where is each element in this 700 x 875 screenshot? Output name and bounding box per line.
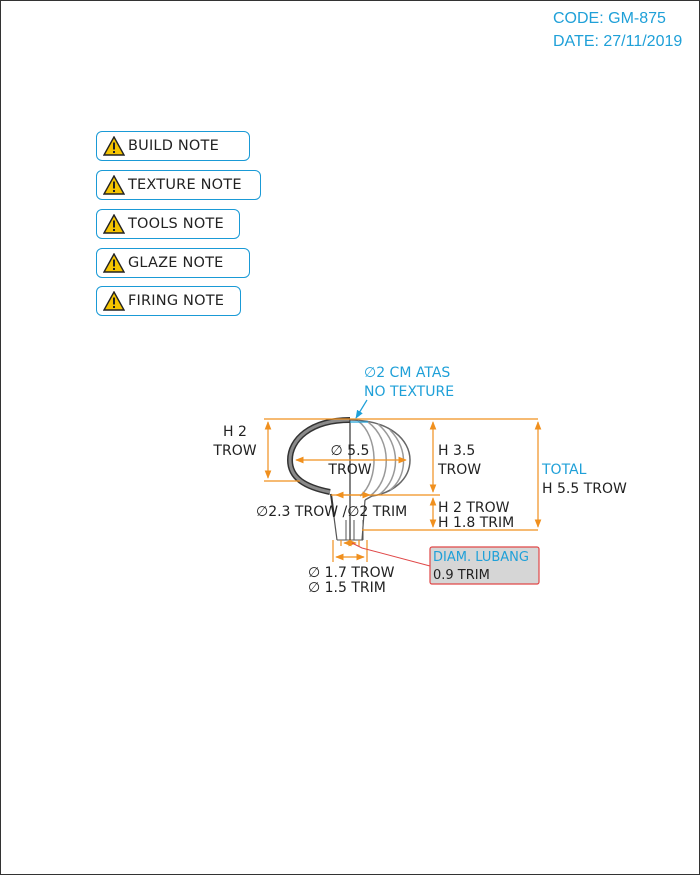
foot-diameter-label-1: ∅ 1.7 TROW [308,565,395,581]
hole-callout-title: DIAM. LUBANG [433,550,529,565]
hole-callout-value: 0.9 TRIM [433,568,490,583]
firing-note-label: FIRING NOTE [128,293,225,309]
neck-height-label-1: H 2 TROW [438,500,510,516]
top-note-line-2: NO TEXTURE [364,384,454,400]
top-note-line-1: ∅2 CM ATAS [364,365,450,381]
build-note-label: BUILD NOTE [128,138,219,154]
texture-note-label: TEXTURE NOTE [128,177,242,193]
body-height-label-2: TROW [437,462,481,478]
glaze-note-button[interactable]: GLAZE NOTE [96,248,250,278]
body-diameter-label-1: ∅ 5.5 [331,443,370,459]
left-height-label-2: TROW [212,443,256,459]
warning-icon [103,253,125,273]
tools-note-label: TOOLS NOTE [128,216,224,232]
firing-note-button[interactable]: FIRING NOTE [96,286,241,316]
hole-callout-box [429,546,540,585]
total-height-label: H 5.5 TROW [542,481,627,497]
knob-exterior [349,419,411,541]
foot-diameter-label-2: ∅ 1.5 TRIM [308,580,386,596]
total-label: TOTAL [541,462,587,478]
build-note-button[interactable]: BUILD NOTE [96,131,250,161]
glaze-note-label: GLAZE NOTE [128,255,224,271]
left-height-label-1: H 2 [223,424,247,440]
top-note-leader [355,399,368,419]
dimension-lines [264,418,542,562]
drawing-date: DATE: 27/11/2019 [553,33,683,50]
body-diameter-label-2: TROW [327,462,371,478]
texture-note-button[interactable]: TEXTURE NOTE [96,170,261,200]
hole-callout-leader [351,542,431,567]
knob-section [286,417,364,541]
warning-icon [103,214,125,234]
drawing-code: CODE: GM-875 [553,10,666,27]
body-height-label-1: H 3.5 [438,443,475,459]
warning-icon [103,136,125,156]
neck-diameter-label: ∅2.3 TROW /∅2 TRIM [256,504,407,520]
neck-height-label-2: H 1.8 TRIM [438,515,514,531]
tools-note-button[interactable]: TOOLS NOTE [96,209,240,239]
warning-icon [103,291,125,311]
warning-icon [103,175,125,195]
